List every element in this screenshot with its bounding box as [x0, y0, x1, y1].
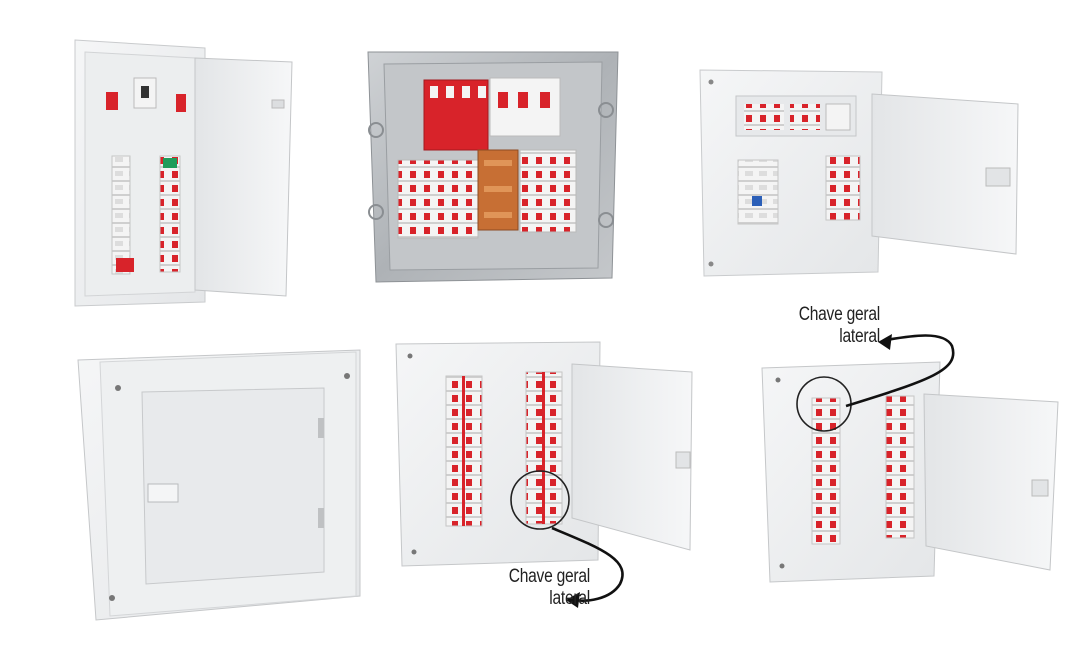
breaker-column-left: [111, 155, 131, 275]
door-closed: [141, 387, 325, 585]
callout-bottom-line2: lateral: [549, 588, 590, 609]
callout-label-bottom: Chave geral lateral: [467, 566, 591, 610]
curved-arrow-icon: [845, 334, 955, 408]
breaker-small-right: [176, 94, 186, 112]
door-handle: [147, 483, 179, 503]
curved-arrow-icon: [551, 526, 624, 602]
panel-two-columns-right: [761, 334, 1059, 583]
circle-highlight-icon: [510, 470, 570, 530]
panel-two-columns-center: [395, 341, 693, 608]
door-open: [194, 57, 293, 297]
breaker-small-left: [106, 92, 118, 110]
callout-top-line1: Chave geral: [798, 304, 881, 325]
door-open: [871, 93, 1019, 255]
panel-galvanized: [367, 51, 619, 283]
door-open: [571, 363, 693, 551]
breaker-column-left: [811, 397, 841, 545]
panel-closed: [77, 349, 361, 621]
callout-bottom-line1: Chave geral: [508, 566, 591, 587]
callout-label-top: Chave geral lateral: [757, 304, 881, 348]
callout-top-line2: lateral: [839, 326, 880, 347]
breaker-column-right: [159, 155, 181, 273]
door-open: [923, 393, 1059, 571]
breaker-column-right: [885, 395, 915, 539]
panel-open-door-top-right: [699, 69, 1019, 277]
surge-protector: [423, 79, 489, 151]
panel-tall-open: [74, 39, 293, 307]
